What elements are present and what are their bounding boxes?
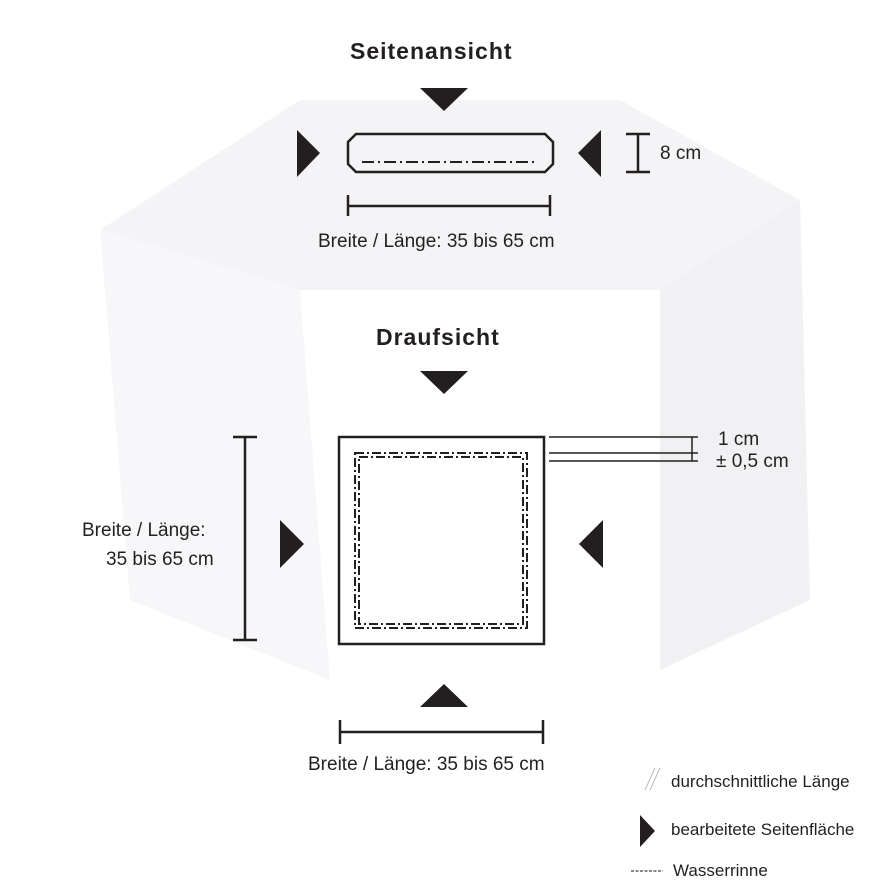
gap-label-1: 1 cm (718, 429, 760, 450)
legend-triangle-right-icon (640, 815, 655, 847)
legend-label-water-channel: Wasserrinne (673, 861, 768, 880)
legend-label-average-length: durchschnittliche Länge (671, 772, 850, 791)
top-view-bottom-label: Breite / Länge: 35 bis 65 cm (308, 754, 545, 775)
side-view-triangle-left-icon (297, 130, 320, 177)
watermark-cube (100, 100, 810, 680)
top-view-triangle-top-icon (420, 371, 468, 394)
top-view-bottom-dimension (338, 720, 545, 744)
side-view-title: Seitenansicht (350, 38, 513, 64)
side-view-width-dimension (346, 195, 552, 216)
side-view-triangle-right-icon (578, 130, 601, 177)
side-view-height-label: 8 cm (660, 143, 702, 164)
top-view-title: Draufsicht (376, 324, 500, 350)
legend-label-processed-side: bearbeitete Seitenfläche (671, 820, 855, 839)
side-view-width-label: Breite / Länge: 35 bis 65 cm (318, 231, 555, 252)
gap-dimension (549, 436, 698, 462)
top-view-left-dimension (233, 435, 257, 642)
top-view-slab (337, 435, 546, 646)
top-view-left-label-2: 35 bis 65 cm (106, 549, 214, 570)
top-view-left-label-1: Breite / Länge: (82, 520, 206, 541)
side-view-triangle-top-icon (420, 88, 468, 111)
top-view-water-channel (354, 452, 528, 629)
top-view-triangle-right-icon (579, 520, 603, 568)
top-view-water-channel-inner (358, 456, 524, 625)
side-view-height-dimension (626, 132, 650, 174)
gap-label-2: ± 0,5 cm (716, 451, 789, 472)
legend-double-slash-icon (644, 767, 661, 791)
side-view-slab (346, 132, 555, 174)
top-view-triangle-left-icon (280, 520, 304, 568)
top-view-triangle-bottom-icon (420, 684, 468, 707)
